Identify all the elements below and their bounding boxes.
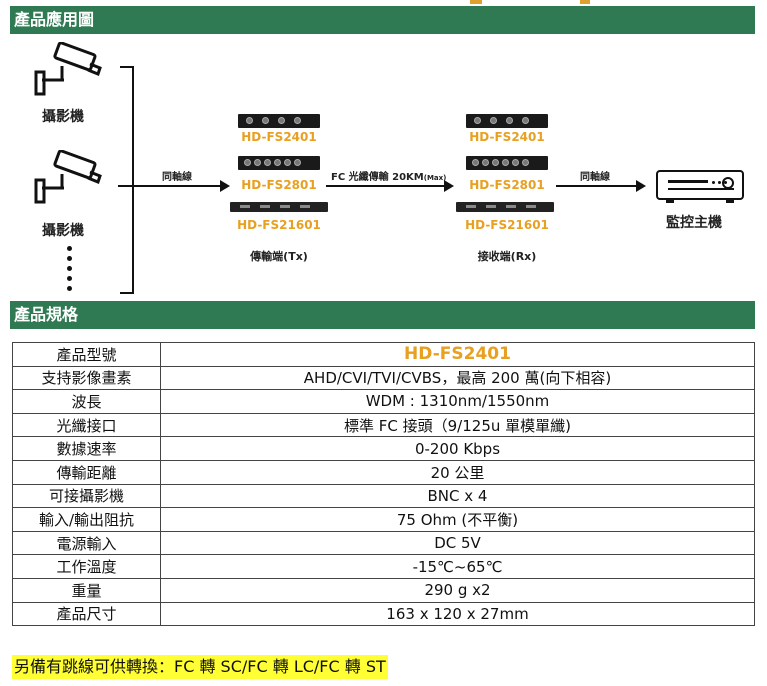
spec-label: 電源輸入 [12,530,161,556]
more-cameras-dots [67,246,72,296]
coax-line [134,185,222,187]
transmitter-icon [230,202,328,212]
camera-label: 攝影機 [42,223,84,239]
spec-label: 數據速率 [12,436,161,461]
tx-model: HD-FS21601 [237,218,321,232]
spec-label: 產品尺寸 [12,601,161,627]
adapter-note: 另備有跳線可供轉換：FC 轉 SC/FC 轉 LC/FC 轉 ST [12,655,388,679]
tx-label: 傳輸端(Tx) [250,250,308,263]
coax-label: 同軸線 [162,172,192,183]
spec-value: HD-FS2401 [160,342,755,367]
camera-join-line [118,185,136,187]
spec-label: 可接攝影機 [12,483,161,509]
spec-label: 光纖接口 [12,412,161,438]
spec-value: 290 g x2 [160,577,755,603]
arrow-head [444,180,454,192]
camera-icon [34,150,102,204]
spec-label: 傳輸距離 [12,459,161,485]
tx-model: HD-FS2401 [241,130,317,144]
transmitter-icon [238,156,320,170]
spec-value: 20 公里 [160,459,755,485]
rx-model: HD-FS2401 [469,130,545,144]
spec-row: 工作溫度-15℃~65℃ [12,554,755,579]
camera-icon [34,42,102,96]
spec-value: 0-200 Kbps [160,436,755,461]
dvr-label: 監控主機 [666,215,722,231]
top-strip-mark [580,0,590,4]
transmitter-icon [238,114,320,128]
fiber-line [326,185,446,187]
rx-model: HD-FS2801 [469,178,545,192]
dvr-icon [656,170,744,203]
rx-label: 接收端(Rx) [477,250,537,263]
receiver-icon [466,156,548,170]
spec-value: AHD/CVI/TVI/CVBS，最高 200 萬(向下相容) [160,365,755,391]
spec-label: 輸入/輸出阻抗 [12,507,161,532]
application-section-title: 產品應用圖 [10,6,755,34]
spec-label: 波長 [12,389,161,414]
top-strip-mark [470,0,482,4]
spec-value: BNC x 4 [160,483,755,509]
spec-value: 標準 FC 接頭（9/125u 單模單纖) [160,412,755,438]
arrow-head [220,180,230,192]
spec-value: 75 Ohm (不平衡) [160,507,755,532]
spec-value: WDM : 1310nm/1550nm [160,389,755,414]
spec-label: 產品型號 [12,342,161,367]
fiber-label: FC 光纖傳輸 20KM(Max) [331,172,447,183]
spec-value: 163 x 120 x 27mm [160,601,755,627]
arrow-head [636,180,646,192]
receiver-icon [456,202,554,212]
spec-row: 光纖接口標準 FC 接頭（9/125u 單模單纖) [12,412,755,438]
receiver-icon [466,114,548,128]
spec-section-title: 產品規格 [10,301,755,329]
spec-label: 重量 [12,577,161,603]
coax-label-right: 同軸線 [580,172,610,183]
spec-value: -15℃~65℃ [160,554,755,579]
camera-label: 攝影機 [42,109,84,125]
tx-model: HD-FS2801 [241,178,317,192]
rx-model: HD-FS21601 [465,218,549,232]
spec-label: 工作溫度 [12,554,161,579]
spec-label: 支持影像畫素 [12,365,161,391]
camera-bracket [120,66,134,294]
spec-value: DC 5V [160,530,755,556]
coax-line-right [556,185,638,187]
